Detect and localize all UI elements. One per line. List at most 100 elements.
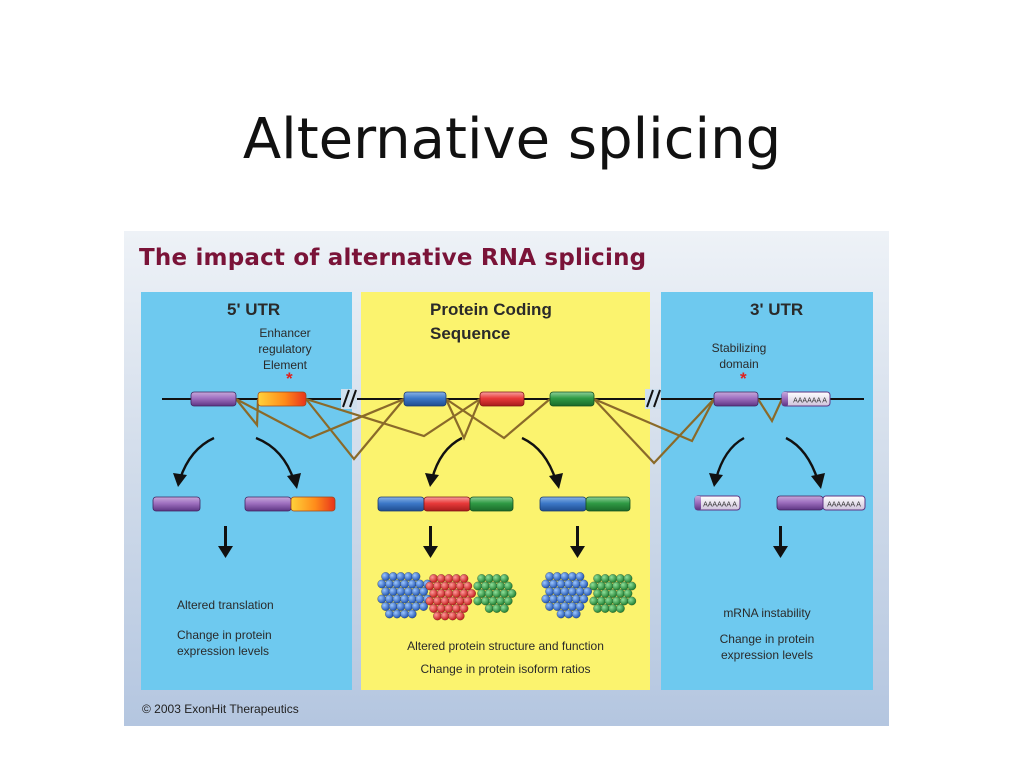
protein-bead-green <box>489 582 497 590</box>
asterisk-3-utr: * <box>740 371 747 387</box>
protein-bead-blue <box>564 595 572 603</box>
protein-bead-green <box>593 604 601 612</box>
protein-bead-blue <box>542 580 550 588</box>
protein-bead-green <box>620 597 628 605</box>
protein-bead-blue <box>408 610 416 618</box>
protein-bead-blue <box>385 580 393 588</box>
protein-bead-green <box>605 597 613 605</box>
protein-bead-blue <box>568 602 576 610</box>
protein-bead-green <box>620 582 628 590</box>
protein-bead-red <box>426 597 434 605</box>
protein-bead-green <box>508 589 516 597</box>
copyright: © 2003 ExonHit Therapeutics <box>142 702 299 716</box>
protein-bead-red <box>426 582 434 590</box>
protein-bead-red <box>445 589 453 597</box>
exon-3utr-purple <box>714 392 758 406</box>
protein-bead-blue <box>408 580 416 588</box>
protein-bead-red <box>460 604 468 612</box>
protein-bead-blue <box>580 580 588 588</box>
protein-bead-blue <box>408 595 416 603</box>
outcome-5-utr-2: Change in protein expression levels <box>177 627 272 659</box>
protein-bead-blue <box>400 610 408 618</box>
protein-bead-blue <box>561 587 569 595</box>
protein-bead-blue <box>404 572 412 580</box>
mrna-cds-full <box>378 497 513 511</box>
protein-bead-red <box>448 582 456 590</box>
protein-bead-blue <box>393 610 401 618</box>
protein-bead-green <box>628 582 636 590</box>
protein-bead-blue <box>389 572 397 580</box>
protein-bead-blue <box>545 602 553 610</box>
curved-arrows <box>180 438 818 481</box>
protein-bead-green <box>489 597 497 605</box>
mrna-5utr-long <box>245 497 335 511</box>
protein-bead-blue <box>553 587 561 595</box>
protein-bead-green <box>493 574 501 582</box>
protein-bead-red <box>437 589 445 597</box>
protein-bead-blue <box>381 572 389 580</box>
mrna-3utr-long: AAAAAA A <box>777 496 865 510</box>
outcome-cds-2: Change in protein isoform ratios <box>361 661 650 677</box>
protein-bead-green <box>612 597 620 605</box>
mrna-5utr-short <box>153 497 200 511</box>
svg-text:AAAAAA A: AAAAAA A <box>827 502 861 509</box>
protein-bead-green <box>612 582 620 590</box>
protein-bead-blue <box>572 610 580 618</box>
protein-cluster-skipped <box>542 572 636 618</box>
slide-title: Alternative splicing <box>0 100 1024 180</box>
title-3-utr: 3' UTR <box>750 298 803 322</box>
protein-bead-red <box>441 597 449 605</box>
protein-bead-green <box>624 574 632 582</box>
protein-cluster-full <box>378 572 517 620</box>
title-5-utr: 5' UTR <box>227 298 280 322</box>
protein-bead-green <box>624 589 632 597</box>
protein-bead-blue <box>568 587 576 595</box>
protein-bead-green <box>628 597 636 605</box>
protein-bead-green <box>601 574 609 582</box>
asterisk-5-utr: * <box>286 371 293 387</box>
protein-bead-green <box>481 597 489 605</box>
protein-bead-green <box>593 589 601 597</box>
protein-bead-red <box>464 597 472 605</box>
gene-break-left <box>341 389 357 409</box>
protein-bead-blue <box>572 595 580 603</box>
protein-bead-red <box>464 582 472 590</box>
protein-bead-red <box>437 574 445 582</box>
protein-bead-red <box>429 589 437 597</box>
protein-bead-green <box>616 604 624 612</box>
protein-bead-blue <box>542 595 550 603</box>
gene-break-right <box>645 389 661 409</box>
protein-bead-blue <box>389 602 397 610</box>
protein-bead-green <box>477 589 485 597</box>
protein-bead-green <box>601 604 609 612</box>
protein-bead-blue <box>412 602 420 610</box>
protein-bead-blue <box>568 572 576 580</box>
protein-bead-green <box>474 597 482 605</box>
protein-bead-green <box>481 582 489 590</box>
exon-cds-red <box>480 392 524 406</box>
protein-bead-green <box>493 604 501 612</box>
protein-bead-blue <box>412 587 420 595</box>
splicing-figure: The impact of alternative RNA splicing <box>124 231 889 726</box>
protein-bead-green <box>590 597 598 605</box>
protein-bead-red <box>429 574 437 582</box>
protein-bead-blue <box>561 602 569 610</box>
protein-bead-blue <box>549 580 557 588</box>
protein-bead-blue <box>378 580 386 588</box>
protein-bead-green <box>609 574 617 582</box>
protein-bead-green <box>609 589 617 597</box>
mrna-3utr-short: AAAAAA A <box>695 496 740 510</box>
protein-bead-red <box>445 604 453 612</box>
title-coding-sequence: Protein Coding Sequence <box>430 298 552 346</box>
annotation-stabilizing: Stabilizing domain <box>704 340 774 372</box>
exon-3utr-polya: AAAAAA A <box>782 392 830 406</box>
splice-lines <box>236 399 782 463</box>
protein-bead-blue <box>400 595 408 603</box>
protein-bead-red <box>467 589 475 597</box>
protein-bead-blue <box>393 580 401 588</box>
outcome-3-utr-1: mRNA instability <box>661 605 873 621</box>
down-arrows <box>218 526 788 558</box>
protein-bead-green <box>605 582 613 590</box>
protein-bead-red <box>429 604 437 612</box>
protein-bead-green <box>504 582 512 590</box>
